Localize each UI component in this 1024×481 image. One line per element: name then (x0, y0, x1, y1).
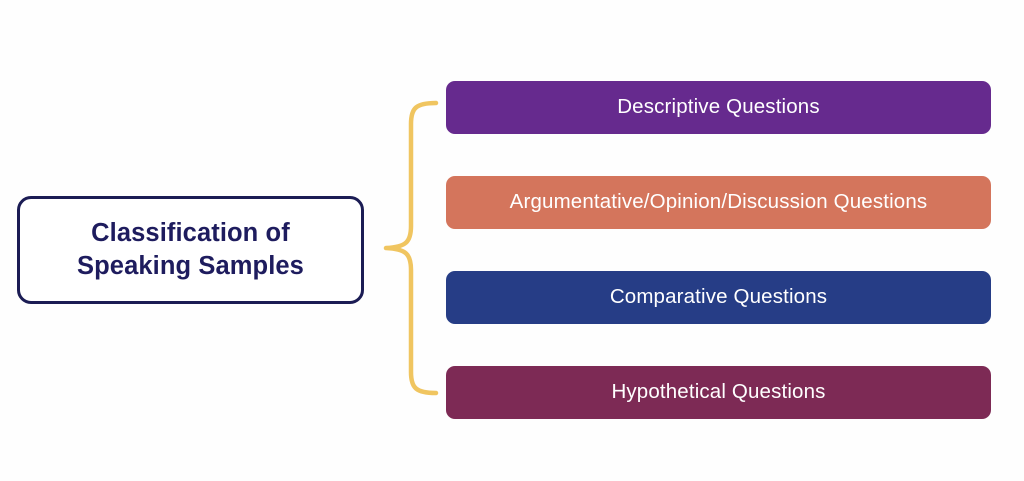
category-bar-label: Hypothetical Questions (611, 380, 826, 404)
category-bar-comparative-questions[interactable]: Comparative Questions (446, 271, 991, 324)
root-node-label: Classification of Speaking Samples (77, 219, 304, 280)
category-bar-argumentative-opinion-discussion-questions[interactable]: Argumentative/Opinion/Discussion Questio… (446, 176, 991, 229)
category-bar-label: Descriptive Questions (617, 95, 820, 119)
category-bar-hypothetical-questions[interactable]: Hypothetical Questions (446, 366, 991, 419)
category-bar-label: Argumentative/Opinion/Discussion Questio… (509, 190, 928, 214)
category-bar-label: Comparative Questions (609, 285, 828, 309)
brace-connector (370, 92, 446, 404)
category-bar-descriptive-questions[interactable]: Descriptive Questions (446, 81, 991, 134)
curly-brace-icon (383, 100, 439, 396)
root-node-classification: Classification of Speaking Samples (17, 196, 364, 304)
